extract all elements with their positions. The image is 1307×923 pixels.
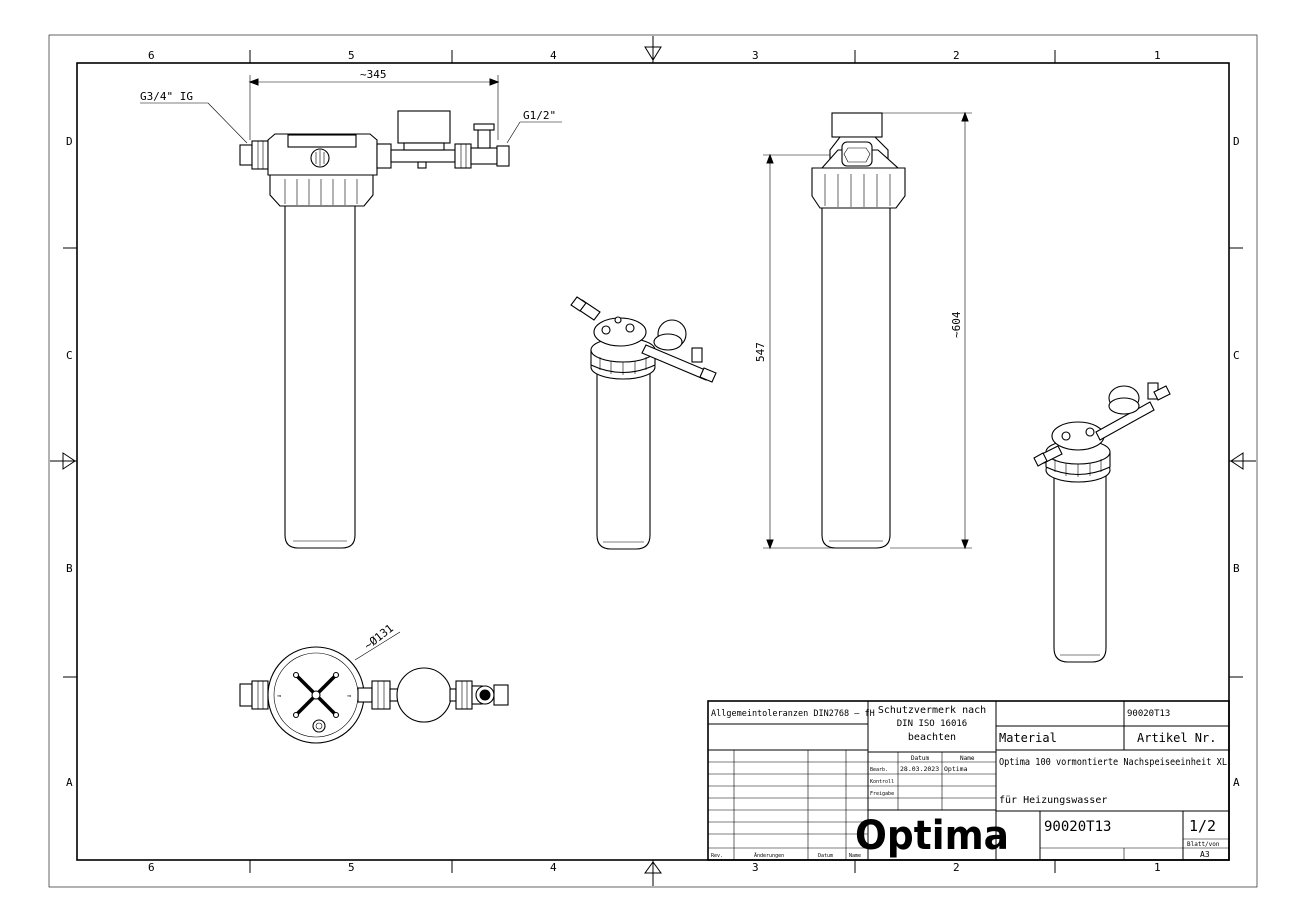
dim-diameter: ~Ø131	[362, 622, 396, 653]
company-logo: Optima	[855, 813, 1009, 859]
approval-bearb-name: Optima	[944, 765, 968, 773]
isometric-view-2	[1033, 382, 1171, 663]
zone-row-left: A	[66, 776, 73, 789]
drawing-number: 90020T13	[1044, 819, 1111, 835]
approval-row-bearb: Bearb.	[870, 767, 888, 773]
front-view: ~345 G3/4" IG G1/2"	[140, 68, 562, 549]
side-view: 547 ~604	[754, 111, 972, 550]
zone-row-right: D	[1233, 135, 1240, 148]
description-line-1: Optima 100 vormontierte Nachspeiseeinhei…	[999, 757, 1227, 768]
zone-row-right: A	[1233, 776, 1240, 789]
material-label: Material	[999, 731, 1057, 745]
protection-notice-1: Schutzvermerk nach	[878, 705, 986, 716]
zone-col-bottom: 3	[752, 861, 759, 874]
zone-col-top: 4	[550, 49, 557, 62]
sheet-number: 1/2	[1189, 817, 1216, 835]
dim-height-total: ~604	[950, 311, 963, 338]
zone-col-bottom: 1	[1154, 861, 1161, 874]
zone-row-left: C	[66, 349, 73, 362]
article-number-top: 90020T13	[1127, 709, 1170, 719]
zone-row-left: B	[66, 562, 73, 575]
zone-col-top: 1	[1154, 49, 1161, 62]
protection-notice-3: beachten	[908, 732, 956, 743]
zone-row-labels: D C B A D C B A	[66, 135, 1240, 789]
zone-col-bottom: 5	[348, 861, 355, 874]
zone-row-right: B	[1233, 562, 1240, 575]
approval-row-kontroll: Kontroll	[870, 779, 894, 785]
top-view: ~Ø131 ⇒ ⇒	[239, 622, 509, 744]
article-number-label: Artikel Nr.	[1137, 731, 1216, 745]
zone-row-right: C	[1233, 349, 1240, 362]
general-tolerances: Allgemeintoleranzen DIN2768 – fH	[711, 709, 875, 719]
title-block: Rev. Änderungen Datum Name Allgemeintole…	[707, 700, 1230, 861]
zone-col-bottom: 4	[550, 861, 557, 874]
zone-row-left: D	[66, 135, 73, 148]
sheet-trim	[48, 34, 1258, 888]
zone-col-top: 2	[953, 49, 960, 62]
approval-bearb-date: 28.03.2023	[900, 765, 939, 773]
zone-col-bottom: 6	[148, 861, 155, 874]
approval-row-freigabe: Freigabe	[870, 791, 894, 797]
paper-format: A3	[1200, 850, 1210, 859]
approval-header-name: Name	[960, 755, 975, 762]
isometric-view-1	[570, 296, 717, 550]
label-outlet-thread: G1/2"	[523, 109, 556, 122]
rev-col-date: Datum	[818, 853, 833, 859]
description-line-2: für Heizungswasser	[999, 795, 1107, 806]
centering-marks	[50, 36, 1256, 886]
label-inlet-thread: G3/4" IG	[140, 90, 193, 103]
dim-height-short: 547	[754, 342, 767, 362]
svg-text:⇒: ⇒	[277, 692, 281, 700]
zone-col-bottom: 2	[953, 861, 960, 874]
dim-width: ~345	[360, 68, 387, 81]
zone-ticks	[63, 50, 1243, 873]
zone-col-top: 3	[752, 49, 759, 62]
protection-notice-2: DIN ISO 16016	[897, 719, 967, 729]
zone-col-top: 6	[148, 49, 155, 62]
zone-col-top: 5	[348, 49, 355, 62]
rev-col-name: Name	[849, 853, 861, 859]
rev-col-rev: Rev.	[711, 853, 723, 859]
approval-header-date: Datum	[911, 755, 929, 762]
rev-col-changes: Änderungen	[754, 852, 784, 859]
sheet-label: Blatt/von	[1187, 841, 1220, 848]
svg-text:⇒: ⇒	[347, 692, 351, 700]
zone-column-labels: 6 5 4 3 2 1 6 5 4 3 2 1	[148, 49, 1161, 874]
